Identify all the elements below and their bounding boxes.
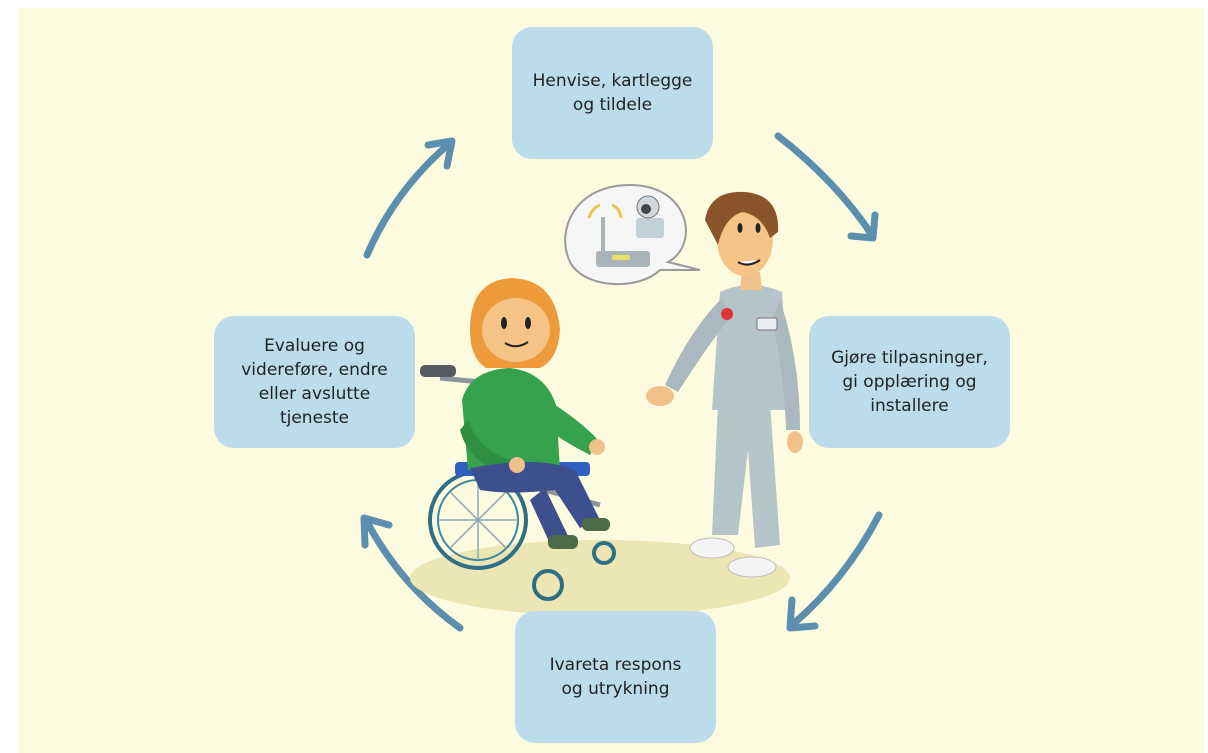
step-box-response-callout: Ivareta respons og utrykning xyxy=(515,611,716,743)
step-box-evaluate-continue: Evaluere og videreføre, endre eller avsl… xyxy=(214,316,415,448)
safety-alarm-device-icon xyxy=(587,195,664,267)
step-box-adapt-train-install: Gjøre tilpasninger, gi opplæring og inst… xyxy=(809,316,1010,448)
step-box-refer-assess-assign: Henvise, kartlegge og tildele xyxy=(512,27,713,159)
arrow-icon xyxy=(786,511,883,632)
arrow-icon xyxy=(774,132,879,242)
caregiver-illustration xyxy=(646,191,803,578)
speech-bubble-icon xyxy=(564,183,701,286)
arrow-icon xyxy=(363,137,456,259)
wheelchair-user-illustration xyxy=(420,278,616,601)
arrow-icon xyxy=(360,514,464,632)
